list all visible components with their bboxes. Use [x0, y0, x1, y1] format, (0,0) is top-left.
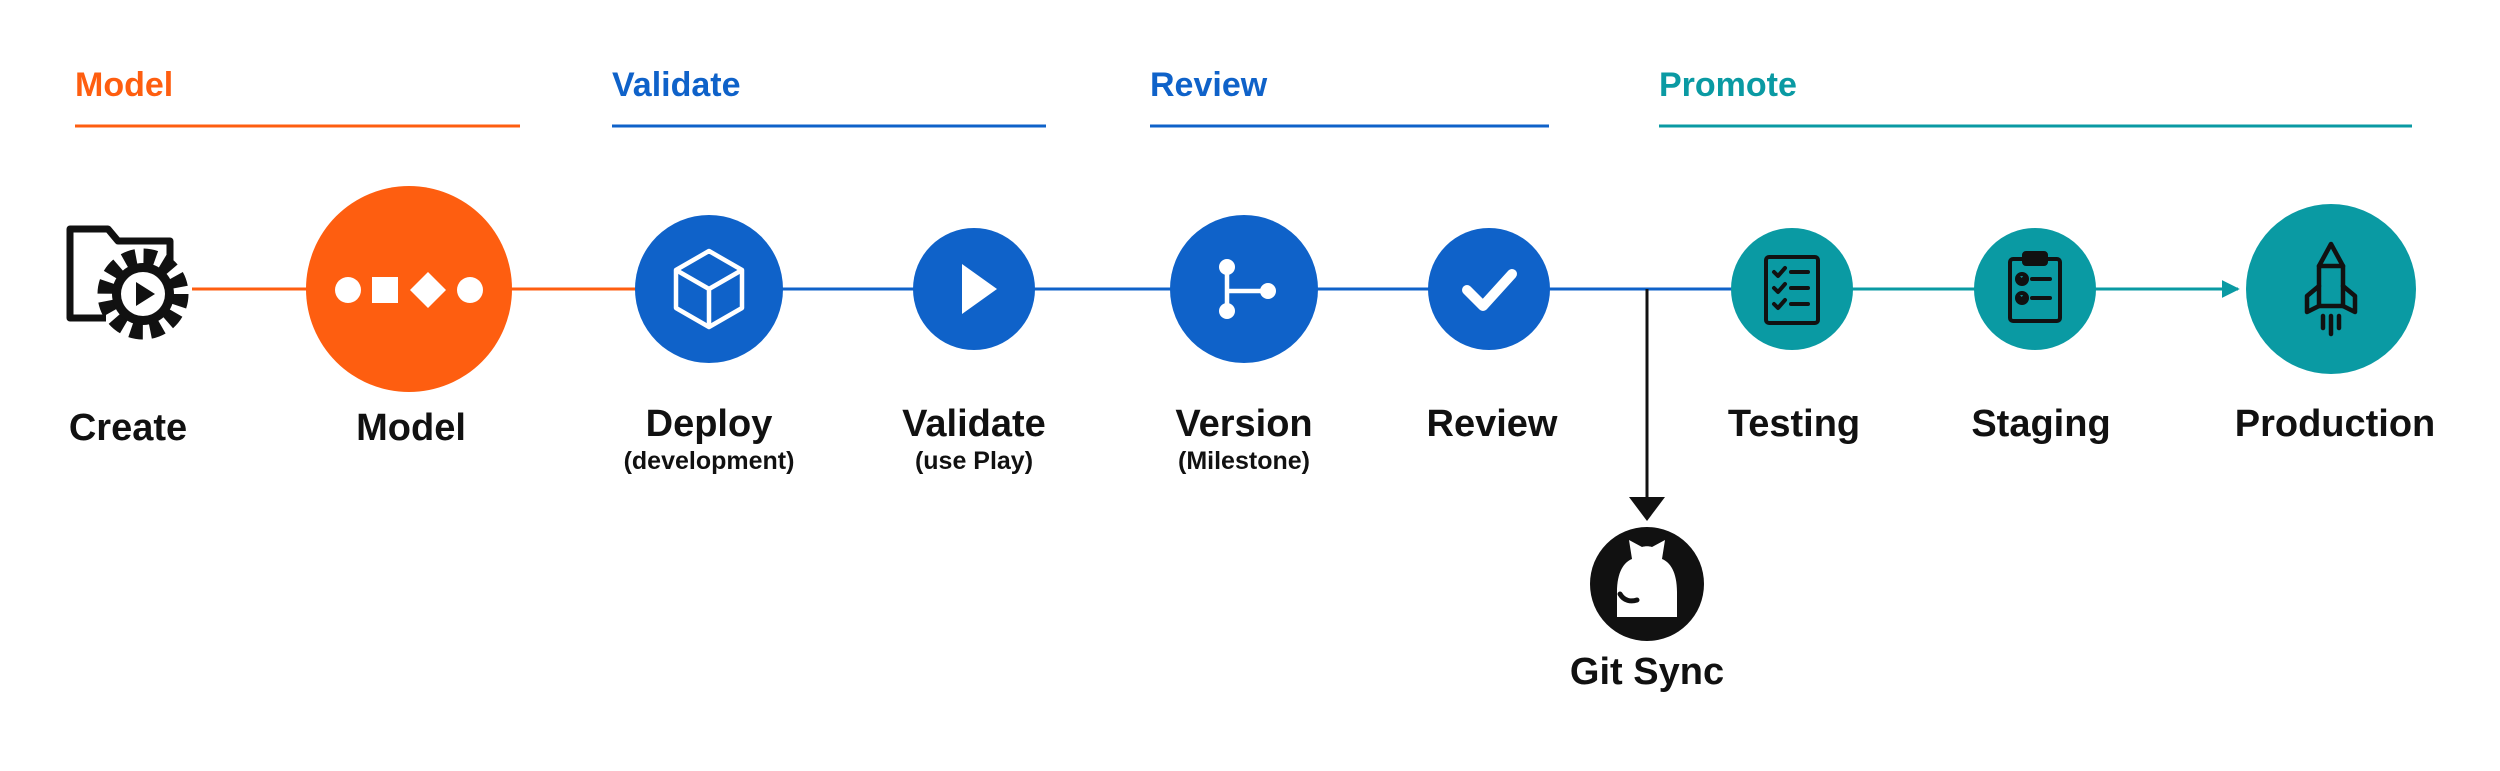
branch-arrowhead	[1629, 497, 1665, 521]
phase-header-validate: Validate	[612, 66, 1046, 128]
rocket-icon	[2304, 241, 2358, 337]
node-circle	[306, 186, 512, 392]
node-label: Git Sync	[1570, 651, 1724, 693]
node-label: Review	[1427, 403, 1558, 445]
github-icon	[1617, 540, 1677, 617]
phase-label: Promote	[1659, 66, 1797, 104]
node-sublabel: (use Play)	[915, 447, 1033, 475]
node-create[interactable]: Create	[66, 225, 189, 449]
node-staging[interactable]: Staging	[1971, 228, 2111, 445]
node-label: Staging	[1971, 403, 2110, 445]
node-circle	[1428, 228, 1550, 350]
node-label: Create	[69, 407, 187, 449]
node-label: Validate	[902, 403, 1046, 445]
node-label: Production	[2235, 403, 2436, 445]
node-model[interactable]: Model	[306, 186, 512, 449]
node-sublabel: (Milestone)	[1178, 447, 1310, 475]
node-production[interactable]: Production	[2235, 204, 2436, 445]
node-review[interactable]: Review	[1427, 228, 1558, 445]
node-circle	[1974, 228, 2096, 350]
node-label: Testing	[1728, 403, 1860, 445]
phase-header-promote: Promote	[1659, 66, 2412, 128]
phase-header-model: Model	[75, 66, 520, 128]
checklist-icon	[1764, 255, 1820, 325]
phase-label: Review	[1150, 66, 1268, 104]
folder-gear-play-icon	[66, 225, 189, 340]
node-sublabel: (development)	[624, 447, 795, 475]
phase-label: Validate	[612, 66, 741, 104]
cube-icon	[673, 248, 745, 330]
phase-label: Model	[75, 66, 173, 104]
node-git-sync[interactable]: Git Sync	[1570, 527, 1724, 693]
shapes-sequence-icon	[335, 272, 483, 308]
node-label: Deploy	[646, 403, 773, 445]
play-icon	[962, 264, 997, 314]
node-circle	[2246, 204, 2416, 374]
clipboard-check-icon	[2008, 251, 2062, 323]
node-testing[interactable]: Testing	[1728, 228, 1860, 445]
node-version[interactable]: Version (Milestone)	[1170, 215, 1318, 475]
checkmark-icon	[1462, 269, 1517, 311]
phase-header-review: Review	[1150, 66, 1549, 128]
node-label: Model	[356, 407, 466, 449]
node-label: Version	[1175, 403, 1312, 445]
node-deploy[interactable]: Deploy (development)	[624, 215, 795, 475]
branch-icon	[1219, 259, 1276, 319]
node-validate[interactable]: Validate (use Play)	[902, 228, 1046, 475]
